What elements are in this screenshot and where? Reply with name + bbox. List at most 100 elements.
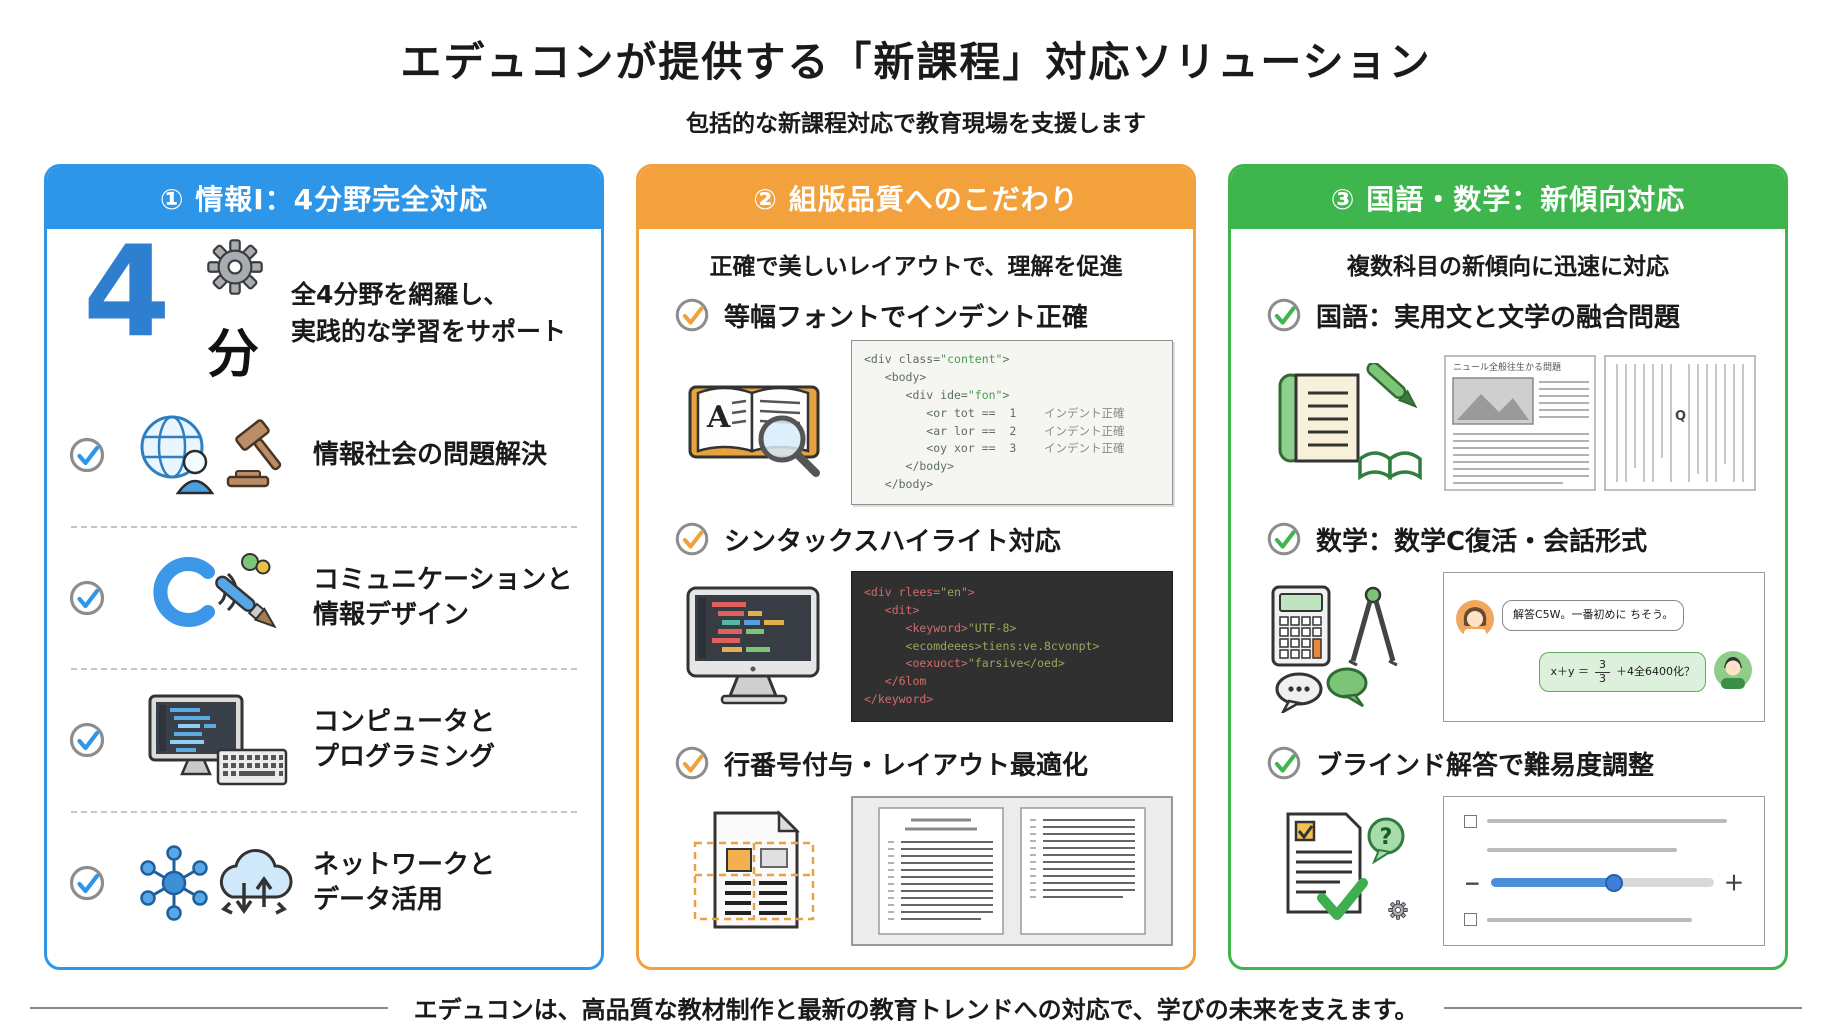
card-typesetting: ② 組版品質へのこだわり 正確で美しいレイアウトで、理解を促進 等幅フォントでイ… <box>636 164 1196 970</box>
code-line: <div class="content"> <box>864 352 1010 367</box>
card3-intro: 複数科目の新傾向に迅速に対応 <box>1347 254 1669 280</box>
code-line: <keyword>"UTF-8> <box>864 620 1017 635</box>
doc-check-question-gear-icon: ? <box>1259 806 1437 936</box>
network-cloud-icon <box>115 833 313 933</box>
card1-item-communication: コミュニケーションと 情報デザイン <box>67 528 581 669</box>
svg-text:ニュール全般往生かる問題: ニュール全般往生かる問題 <box>1453 361 1561 373</box>
slider-mock-row2 <box>1464 848 1744 853</box>
chat-mockup: 解答C5W。一番初めに ちそう。 x＋y ＝ 3 3 ＋4全6400化？ <box>1443 571 1765 722</box>
code-line: <ecomdeees>tiens:ve.8cvonpt> <box>864 638 1100 653</box>
card-information-1-header: ① 情報I：4分野完全対応 <box>47 167 601 229</box>
text-line-placeholder <box>1487 819 1727 823</box>
card2-section1-title: 等幅フォントでインデント正確 <box>724 302 1089 333</box>
check-icon <box>67 435 115 475</box>
teacher-avatar <box>1456 600 1494 642</box>
footer: エデュコンは、高品質な教材制作と最新の教育トレンドへの対応で、学びの未来を支えま… <box>0 990 1832 1025</box>
student-avatar <box>1714 651 1752 693</box>
slider-track <box>1490 873 1714 892</box>
footer-text: エデュコンは、高品質な教材制作と最新の教育トレンドへの対応で、学びの未来を支えま… <box>413 996 1419 1024</box>
card1-intro-text: 全4分野を網羅し、 実践的な学習をサポート <box>291 276 566 351</box>
card-kokugo-math: ③ 国語・数学：新傾向対応 複数科目の新傾向に迅速に対応 国語：実用文と文学の融… <box>1228 164 1788 970</box>
indent-code-mockup: <div class="content"> <body> <div ide="f… <box>851 340 1173 505</box>
card3-section3-heading: ブラインド解答で難易度調整 <box>1251 744 1765 782</box>
card1-item-programming: コンピュータと プログラミング <box>67 670 581 811</box>
code-line: </body> <box>864 476 934 491</box>
big-4-graphic: 4 <box>67 229 275 385</box>
math-prefix: x＋y ＝ <box>1550 664 1589 678</box>
slider-mock-box: − ＋ <box>1443 795 1765 946</box>
chat-mock-box: 解答C5W。一番初めに ちそう。 x＋y ＝ 3 3 ＋4全6400化？ <box>1443 571 1765 722</box>
card-kokugo-math-header: ③ 国語・数学：新傾向対応 <box>1231 167 1785 229</box>
dashed-divider <box>71 525 577 528</box>
slider-mock-row1 <box>1464 814 1744 828</box>
card1-item-label: ネットワークと データ活用 <box>313 849 496 915</box>
difficulty-slider-mockup: − ＋ <box>1443 795 1765 946</box>
code-line: </6lom <box>864 674 927 689</box>
scroll-pen-book-icon <box>1259 362 1437 483</box>
book-magnifier-icon: A <box>667 363 845 483</box>
card2-section2-illustration: <div rlees="en"> <dit> <keyword>"UTF-8> … <box>659 564 1173 729</box>
dashed-divider <box>71 810 577 813</box>
chat-row-student: x＋y ＝ 3 3 ＋4全6400化？ <box>1456 651 1752 693</box>
globe-person-gavel-icon <box>115 405 313 505</box>
gear-icon <box>207 239 263 295</box>
card-information-1-body: 4 <box>47 229 601 967</box>
dark-code-box: <div rlees="en"> <dit> <keyword>"UTF-8> … <box>851 571 1173 722</box>
student-bubble: x＋y ＝ 3 3 ＋4全6400化？ <box>1539 651 1706 693</box>
card1-item-label: コミュニケーションと 情報デザイン <box>313 564 573 630</box>
card2-section1-heading: 等幅フォントでインデント正確 <box>659 296 1173 334</box>
slider-mock-row4 <box>1464 913 1744 927</box>
card3-section3-title: ブラインド解答で難易度調整 <box>1316 750 1655 781</box>
checkbox-placeholder <box>1464 913 1477 927</box>
card2-section2-heading: シンタックスハイライト対応 <box>659 520 1173 558</box>
code-line: <dit> <box>864 602 920 617</box>
code-line: <oexuoct>"farsive</oed> <box>864 656 1065 671</box>
computer-keyboard-icon <box>115 690 313 790</box>
slider-fill <box>1490 878 1614 888</box>
card3-section2-title: 数学：数学C復活・会話形式 <box>1316 526 1648 557</box>
svg-text:?: ? <box>1379 825 1392 850</box>
card3-section2-illustration: 解答C5W。一番初めに ちそう。 x＋y ＝ 3 3 ＋4全6400化？ <box>1251 564 1765 729</box>
slider-knob <box>1604 873 1623 892</box>
card2-section1-illustration: A <div class="content"> <body> <div ide=… <box>659 340 1173 505</box>
code-line: </keyword> <box>864 692 934 707</box>
card1-item-network: ネットワークと データ活用 <box>67 813 581 954</box>
page-layout-mockup <box>851 795 1173 946</box>
code-line: </body> <box>864 459 955 474</box>
document-grid-icon <box>667 805 845 937</box>
footer-rule-left <box>30 1006 388 1009</box>
slider-row: − ＋ <box>1464 873 1744 893</box>
big-number-suffix: 分 <box>206 325 259 385</box>
math-fraction: 3 3 <box>1595 658 1610 685</box>
communication-design-icon <box>115 548 313 648</box>
cards-row: ① 情報I：4分野完全対応 4 <box>0 164 1832 970</box>
card1-item-label: 情報社会の問題解決 <box>313 439 548 470</box>
chat-row-teacher: 解答C5W。一番初めに ちそう。 <box>1456 600 1752 642</box>
check-icon <box>67 863 115 903</box>
code-line: <div ide="fon"> <box>864 387 1010 402</box>
card-typesetting-header: ② 組版品質へのこだわり <box>639 167 1193 229</box>
check-icon <box>673 744 711 782</box>
card-information-1: ① 情報I：4分野完全対応 4 <box>44 164 604 970</box>
check-icon <box>673 296 711 334</box>
svg-text:Q: Q <box>1675 409 1686 424</box>
card3-section3-illustration: ? <box>1251 788 1765 953</box>
minus-sign: − <box>1464 870 1481 895</box>
page-title: エデュコンが提供する「新課程」対応ソリューション <box>400 38 1432 86</box>
big-number: 4 <box>83 218 171 365</box>
card3-section1-heading: 国語：実用文と文学の融合問題 <box>1251 296 1765 334</box>
calculator-compass-chat-icon <box>1259 581 1437 713</box>
card2-section3-heading: 行番号付与・レイアウト最適化 <box>659 744 1173 782</box>
card3-section1-illustration: ニュール全般往生かる問題 <box>1251 340 1765 505</box>
code-line: <ar lor == 2 インデント正確 <box>864 423 1125 438</box>
card2-intro: 正確で美しいレイアウトで、理解を促進 <box>709 254 1123 280</box>
card-kokugo-math-body: 複数科目の新傾向に迅速に対応 国語：実用文と文学の融合問題 <box>1231 229 1785 967</box>
card2-section3-title: 行番号付与・レイアウト最適化 <box>724 750 1089 781</box>
footer-rule-right <box>1444 1006 1803 1009</box>
page-subtitle: 包括的な新課程対応で教育現場を支援します <box>686 111 1146 137</box>
checkbox-placeholder <box>1464 814 1477 828</box>
card2-section3-illustration <box>659 788 1173 953</box>
check-icon <box>67 720 115 760</box>
kokugo-doc-mockup: ニュール全般往生かる問題 <box>1443 348 1765 498</box>
